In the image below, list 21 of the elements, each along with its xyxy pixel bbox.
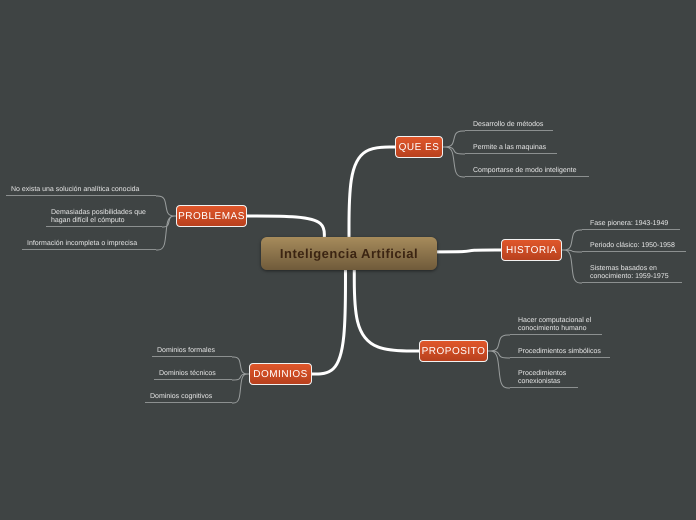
connector-line xyxy=(437,248,501,254)
topic-label: Inteligencia Artificial xyxy=(280,246,418,261)
topic-box xyxy=(501,239,562,261)
topic-label: PROPOSITO xyxy=(422,346,486,356)
central-topic-box xyxy=(261,237,437,270)
connector-line xyxy=(312,270,347,376)
topic-box xyxy=(395,136,443,158)
topic-label: PROBLEMAS xyxy=(178,210,245,222)
connector-line xyxy=(348,146,395,237)
topic-box xyxy=(249,363,312,385)
connector-line xyxy=(352,270,419,352)
topic-label: HISTORIA xyxy=(506,244,558,256)
connector-line xyxy=(442,146,466,178)
topic-label: QUE ES xyxy=(398,142,440,152)
topic-box xyxy=(176,205,247,227)
topic-box xyxy=(419,340,488,362)
topic-label: DOMINIOS xyxy=(253,368,308,380)
connector-line xyxy=(562,250,582,284)
connector-line xyxy=(156,216,176,250)
connector-line xyxy=(488,350,510,388)
connector-line xyxy=(232,374,250,404)
